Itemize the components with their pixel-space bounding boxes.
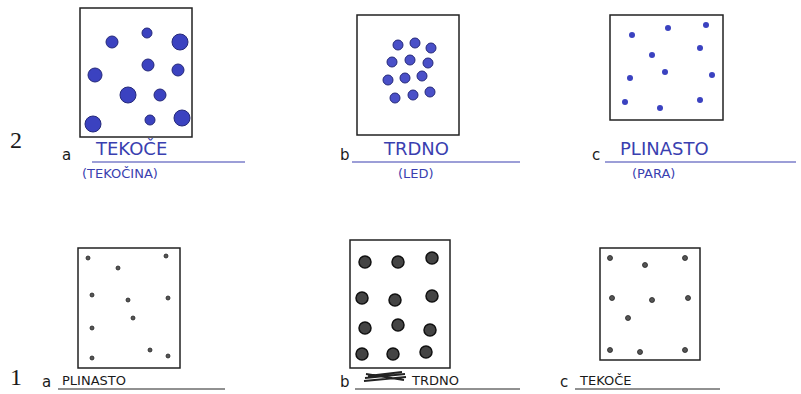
answer-text: PLINASTO [62,374,126,387]
answer-text: TRDNO [384,140,449,158]
answer-note: (TEKOČINA) [82,167,158,180]
answer-text: TRDNO [412,374,459,387]
answer-text: TEKOČE [580,374,632,387]
option-letter: c [560,375,568,390]
item-number: 1 [10,365,22,389]
option-letter: a [62,148,71,163]
answer-text: PLINASTO [620,140,709,158]
option-letter: b [340,375,350,390]
answer-note: (PARA) [632,167,675,180]
answer-note: (LED) [398,167,434,180]
item-number: 2 [10,128,22,152]
answer-text: TEKOČE [96,140,167,158]
option-letter: c [592,148,600,163]
option-letter: a [42,375,51,390]
option-letter: b [340,148,350,163]
